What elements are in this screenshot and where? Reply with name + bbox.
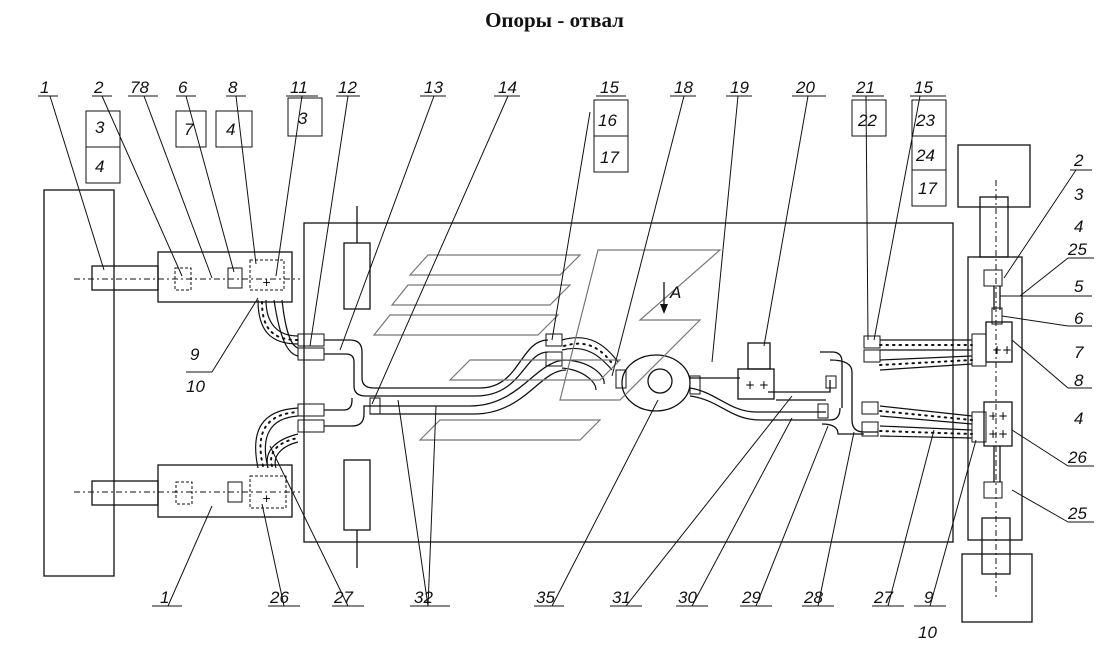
callout: 27 [873, 588, 893, 607]
callout: 3 [298, 109, 308, 128]
cylinder-bottom-left: + [74, 464, 300, 518]
fittings-left [297, 333, 381, 433]
callout: 2 [93, 78, 104, 97]
callout: 20 [795, 78, 815, 97]
callout: 16 [598, 111, 617, 130]
frame-outlines [43, 144, 1033, 623]
callout: 7 [184, 120, 194, 139]
blade-left [43, 189, 115, 577]
callout: 12 [338, 78, 357, 97]
svg-text:++: ++ [988, 427, 1008, 441]
callout: 10 [186, 377, 205, 396]
callout: 23 [915, 111, 935, 130]
svg-text:++: ++ [992, 343, 1012, 357]
view-marker-a: А [660, 282, 681, 314]
watermark [372, 249, 722, 441]
callout: 4 [226, 120, 235, 139]
callout: 18 [674, 78, 693, 97]
callout: 5 [1074, 277, 1084, 296]
callout: 2 [1073, 151, 1084, 170]
callout: 25 [1067, 240, 1087, 259]
leader-lines [38, 95, 1094, 607]
callout: 6 [1074, 309, 1084, 328]
swivel-joint [615, 354, 701, 412]
callout: 6 [178, 78, 188, 97]
callout: 17 [918, 179, 937, 198]
cylinder-top-left: + [74, 251, 300, 303]
callout: 7 [1074, 343, 1084, 362]
callout: 8 [1074, 371, 1084, 390]
svg-text:++: ++ [988, 409, 1008, 423]
stub-top [343, 242, 371, 310]
callout: 25 [1067, 504, 1087, 523]
hoses-right [879, 339, 973, 439]
view-marker-label: А [669, 283, 681, 302]
page-title: Опоры - отвал [485, 8, 624, 32]
callout: 31 [612, 588, 631, 607]
callout: 15 [600, 78, 619, 97]
callout: 14 [498, 78, 517, 97]
callout: 11 [290, 78, 308, 97]
callout-boxes [85, 97, 947, 207]
callout: 19 [730, 78, 749, 97]
callout: 30 [678, 588, 697, 607]
callout: 26 [269, 588, 289, 607]
center-hoses [561, 337, 619, 391]
callout: 13 [424, 78, 443, 97]
callout: 15 [914, 78, 933, 97]
callout: 32 [414, 588, 433, 607]
callout: 4 [1074, 409, 1083, 428]
callout: 26 [1067, 448, 1087, 467]
svg-text:+: + [262, 492, 271, 505]
pipes [324, 339, 878, 435]
callout: 3 [95, 118, 105, 137]
callout: 24 [915, 146, 935, 165]
support-pad-bottom [961, 553, 1033, 623]
stub-bottom [343, 459, 371, 531]
support-pad-top [957, 144, 1031, 208]
valve-block: + + [737, 342, 775, 400]
main-frame [303, 222, 954, 543]
callout: 10 [918, 623, 937, 642]
outrigger-valves: ++ ++ ++ [983, 180, 1013, 600]
callout: 27 [333, 588, 353, 607]
support-rod-top [979, 196, 1009, 258]
callout-numbers: 1 2 78 6 8 11 12 13 14 15 18 19 20 21 15… [40, 78, 1087, 642]
callout: 35 [536, 588, 555, 607]
hoses-left [255, 299, 299, 469]
callout: 3 [1074, 185, 1084, 204]
callout: 4 [1074, 217, 1083, 236]
callout: 78 [130, 78, 149, 97]
callout: 29 [741, 588, 761, 607]
callout: 21 [855, 78, 875, 97]
svg-text:+: + [262, 276, 271, 289]
fittings-right [861, 333, 987, 443]
callout: 17 [600, 148, 619, 167]
callout: 8 [228, 78, 238, 97]
callout: 9 [924, 588, 934, 607]
callout: 22 [857, 111, 877, 130]
fittings-center [545, 333, 837, 419]
callout: 4 [95, 157, 104, 176]
callout: 1 [40, 78, 49, 97]
svg-text:+ +: + + [745, 378, 769, 392]
callout: 1 [160, 588, 169, 607]
callout: 28 [803, 588, 823, 607]
callout: 9 [190, 345, 200, 364]
